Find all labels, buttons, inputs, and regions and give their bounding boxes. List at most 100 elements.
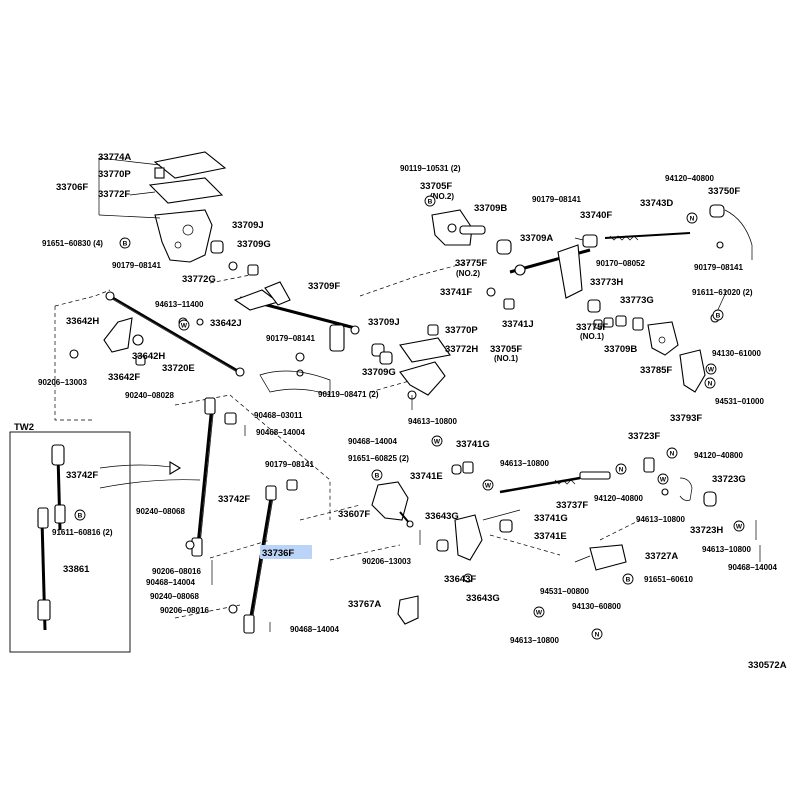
svg-text:W: W: [181, 323, 188, 330]
label-33642J: 33642J: [210, 318, 242, 329]
label-90240-08068: 90240–08068: [136, 507, 185, 516]
label-94531-01000: 94531–01000: [715, 397, 764, 406]
label-33770P-2: 33770P: [445, 325, 478, 336]
symbol-n-icon: N: [704, 377, 716, 389]
label-33736F-highlighted[interactable]: 33736F: [262, 548, 294, 559]
label-33741E-2: 33741E: [534, 531, 567, 542]
label-91651-60830: 91651–60830 (4): [42, 239, 103, 248]
label-33775F-no2: 33775F: [455, 258, 487, 269]
label-90179-08141: 90179–08141: [112, 261, 161, 270]
label-94531-00800: 94531–00800: [540, 587, 589, 596]
symbol-w-icon: W: [533, 606, 545, 618]
label-33709J: 33709J: [232, 220, 264, 231]
svg-text:N: N: [708, 381, 713, 388]
label-33705F-no1: 33705F: [490, 344, 522, 355]
svg-text:N: N: [619, 467, 624, 474]
label-90206-13003-2: 90206–13003: [362, 557, 411, 566]
label-33742F: 33742F: [218, 494, 250, 505]
label-94613-10800-5: 94613–10800: [510, 636, 559, 645]
label-33772H: 33772H: [445, 344, 478, 355]
label-90468-03011: 90468–03011: [254, 411, 303, 420]
label-33706F: 33706F: [56, 182, 88, 193]
label-33741F: 33741F: [440, 287, 472, 298]
label-33709B: 33709B: [474, 203, 507, 214]
label-91651-60610: 91651–60610: [644, 575, 693, 584]
label-33643G: 33643G: [425, 511, 459, 522]
label-33709B-2: 33709B: [604, 344, 637, 355]
label-90179-08141-4: 90179–08141: [532, 195, 581, 204]
svg-text:N: N: [670, 451, 675, 458]
label-94130-61000: 94130–61000: [712, 349, 761, 358]
label-33861: 33861: [63, 564, 90, 575]
figure-code: 330572A: [748, 660, 787, 671]
label-90468-14004: 90468–14004: [256, 428, 305, 437]
svg-text:B: B: [375, 473, 380, 480]
symbol-n-icon: N: [615, 463, 627, 475]
label-94613-10800-2: 94613–10800: [500, 459, 549, 468]
svg-text:W: W: [708, 367, 715, 374]
label-90119-08471: 90119–08471 (2): [318, 390, 379, 399]
label-94613-10800: 94613–10800: [408, 417, 457, 426]
highlight-33736F: [260, 545, 312, 559]
label-90468-14004-2: 90468–14004: [348, 437, 397, 446]
right-lower-parts: [643, 457, 761, 562]
label-90206-08016: 90206–08016: [152, 567, 201, 576]
label-94120-40800-3: 94120–40800: [594, 494, 643, 503]
lower-shift-assembly: [371, 461, 627, 625]
tw2-inset: TW2: [9, 422, 131, 653]
symbol-b-icon: B: [74, 509, 86, 521]
symbol-n-icon: N: [666, 447, 678, 459]
svg-text:B: B: [123, 241, 128, 248]
lower-rods: [99, 397, 277, 634]
svg-text:B: B: [626, 577, 631, 584]
label-33741J: 33741J: [502, 319, 534, 330]
label-90119-10531: 90119–10531 (2): [400, 164, 461, 173]
label-33775F-no2-sub: (NO.2): [456, 269, 480, 278]
label-33709G-2: 33709G: [362, 367, 396, 378]
label-94613-11400: 94613–11400: [155, 300, 204, 309]
svg-text:N: N: [595, 632, 600, 639]
label-33705F-no2: 33705F: [420, 181, 452, 192]
symbol-n-icon: N: [591, 628, 603, 640]
label-33775F-no1: 33775F: [576, 322, 608, 333]
symbol-w-icon: W: [733, 520, 745, 532]
label-33741G-2: 33741G: [534, 513, 568, 524]
label-33727A: 33727A: [645, 551, 678, 562]
label-33642H-2: 33642H: [132, 351, 165, 362]
svg-text:B: B: [78, 513, 83, 520]
label-33793F: 33793F: [670, 413, 702, 424]
label-33775F-no1-sub: (NO.1): [580, 332, 604, 341]
label-94120-40800: 94120–40800: [665, 174, 714, 183]
label-33772F: 33772F: [98, 189, 130, 200]
label-33607F: 33607F: [338, 509, 370, 520]
svg-text:W: W: [536, 610, 543, 617]
symbol-b-icon: B: [424, 195, 436, 207]
svg-text:N: N: [690, 216, 695, 223]
symbol-w-icon: W: [178, 319, 190, 331]
label-91611-61020: 91611–61020 (2): [692, 288, 753, 297]
symbol-w-icon: W: [482, 479, 494, 491]
label-91651-60825: 91651–60825 (2): [348, 454, 409, 463]
label-33723H: 33723H: [690, 525, 723, 536]
label-94130-60800: 94130–60800: [572, 602, 621, 611]
symbol-w-icon: W: [657, 473, 669, 485]
label-90468-14004-5: 90468–14004: [290, 625, 339, 634]
label-33743D: 33743D: [640, 198, 673, 209]
symbol-b-icon: B: [712, 309, 724, 321]
label-33770P: 33770P: [98, 169, 131, 180]
label-33709F: 33709F: [308, 281, 340, 292]
label-33642F: 33642F: [108, 372, 140, 383]
label-90468-14004-3: 90468–14004: [728, 563, 777, 572]
symbol-w-icon: W: [705, 363, 717, 375]
svg-text:W: W: [660, 477, 667, 484]
svg-text:W: W: [736, 524, 743, 531]
label-33773H: 33773H: [590, 277, 623, 288]
label-33750F: 33750F: [708, 186, 740, 197]
label-33774A: 33774A: [98, 152, 131, 163]
center-upper-parts: [224, 324, 451, 491]
mount-bracket-assembly: [98, 151, 259, 276]
label-33742F-tw2: 33742F: [66, 470, 98, 481]
label-33643F: 33643F: [444, 574, 476, 585]
label-33723F: 33723F: [628, 431, 660, 442]
label-33740F: 33740F: [580, 210, 612, 221]
